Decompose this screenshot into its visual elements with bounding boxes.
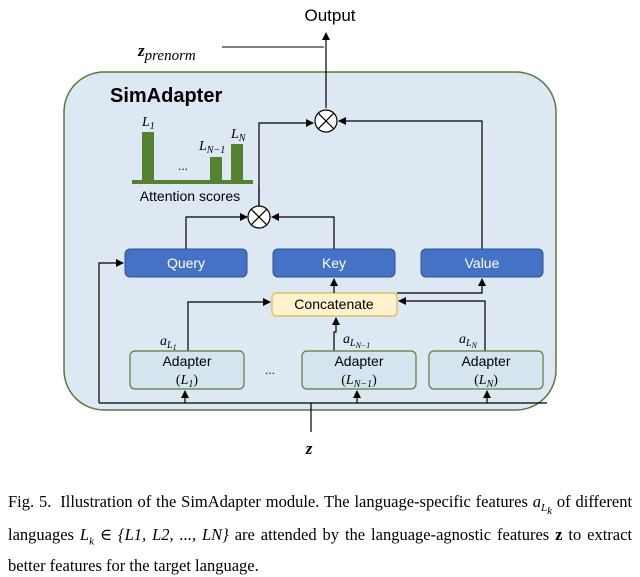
bars-ellipsis: ... <box>178 159 188 173</box>
multiply-top-icon <box>314 109 338 133</box>
adapter-box-1 <box>129 350 245 390</box>
input-z-label: z <box>305 439 313 458</box>
bar-label-l1: L1 <box>141 115 155 132</box>
caption-text-4: language-agnostic features <box>371 525 550 545</box>
caption-set: ∈ {L1, L2, ..., LN} <box>99 525 229 545</box>
bars-baseline <box>132 180 253 184</box>
bar-ln-1 <box>210 157 222 180</box>
caption-text-2: of different languages <box>8 492 633 545</box>
attention-bars <box>132 132 253 184</box>
adapter-3-arg: (LN) <box>474 373 498 390</box>
output-label: Output <box>304 6 355 25</box>
bar-l1 <box>142 132 154 180</box>
attention-label: Attention scores <box>140 188 240 204</box>
value-box <box>420 248 544 278</box>
adapter-3-title: Adapter <box>461 353 510 369</box>
caption-text-3: are attended by the <box>234 525 366 545</box>
adapter-1-arg: (L1) <box>176 373 198 390</box>
bar-label-ln-1: LN−1 <box>198 139 225 156</box>
simadapter-figure: Output zprenorm SimAdapter L1 LN−1 LN ..… <box>63 6 557 458</box>
a-label-3: aLN <box>459 332 478 350</box>
adapter-box-2 <box>301 350 417 390</box>
module-title: SimAdapter <box>110 85 222 107</box>
a-label-1: aL1 <box>160 334 177 352</box>
bar-label-ln: LN <box>230 127 247 144</box>
caption-lk: Lk <box>79 525 94 548</box>
adapter-box-3 <box>428 350 544 390</box>
key-label: Key <box>322 255 346 271</box>
module-container <box>63 71 557 411</box>
caption-z: z <box>555 525 563 545</box>
bar-ln <box>231 144 243 180</box>
prenorm-label: zprenorm <box>137 41 196 64</box>
multiply-attention-icon <box>247 205 271 229</box>
a-label-2: aLN−1 <box>343 332 370 350</box>
adapter-1-title: Adapter <box>162 353 211 369</box>
adapter-2-title: Adapter <box>334 353 383 369</box>
caption-label: Fig. 5. <box>8 492 52 511</box>
caption-a: aLk <box>532 492 553 518</box>
concatenate-label: Concatenate <box>294 296 374 312</box>
adapters-ellipsis: ... <box>265 363 275 377</box>
value-label: Value <box>465 255 500 271</box>
query-label: Query <box>167 255 205 271</box>
figure-caption: Fig. 5. Illustration of the SimAdapter m… <box>8 490 632 577</box>
caption-text-1: Illustration of the SimAdapter module. T… <box>60 492 528 511</box>
